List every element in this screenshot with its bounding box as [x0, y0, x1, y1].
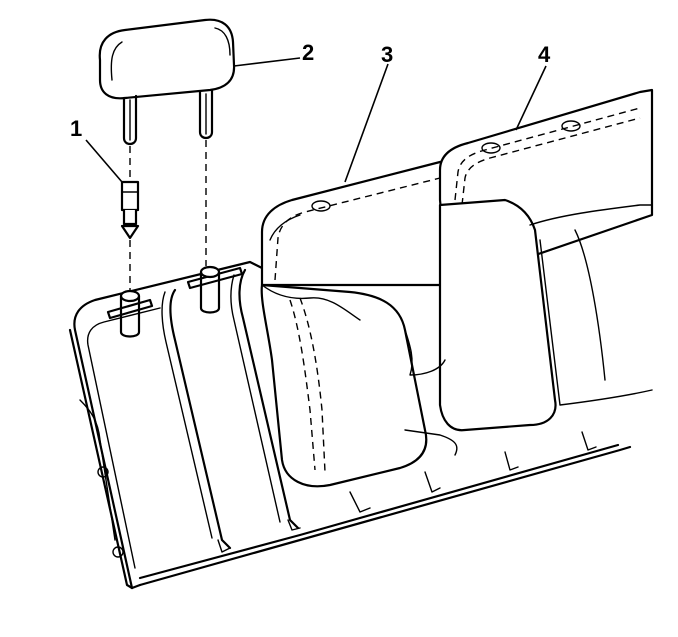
- headrest-guide-left: [106, 289, 154, 338]
- seat-back-cushion-4: [404, 88, 654, 456]
- seat-back-cushion-3: [260, 160, 460, 488]
- headrest-release-latch: [120, 140, 207, 290]
- callout-2: 2: [302, 40, 314, 65]
- callout-4: 4: [538, 42, 551, 67]
- headrest-guide-right: [186, 265, 244, 314]
- callout-3: 3: [381, 42, 393, 67]
- callout-1: 1: [70, 116, 82, 141]
- seat-frame: [68, 260, 632, 590]
- leader-lines: [85, 57, 547, 183]
- headrest: [98, 18, 236, 146]
